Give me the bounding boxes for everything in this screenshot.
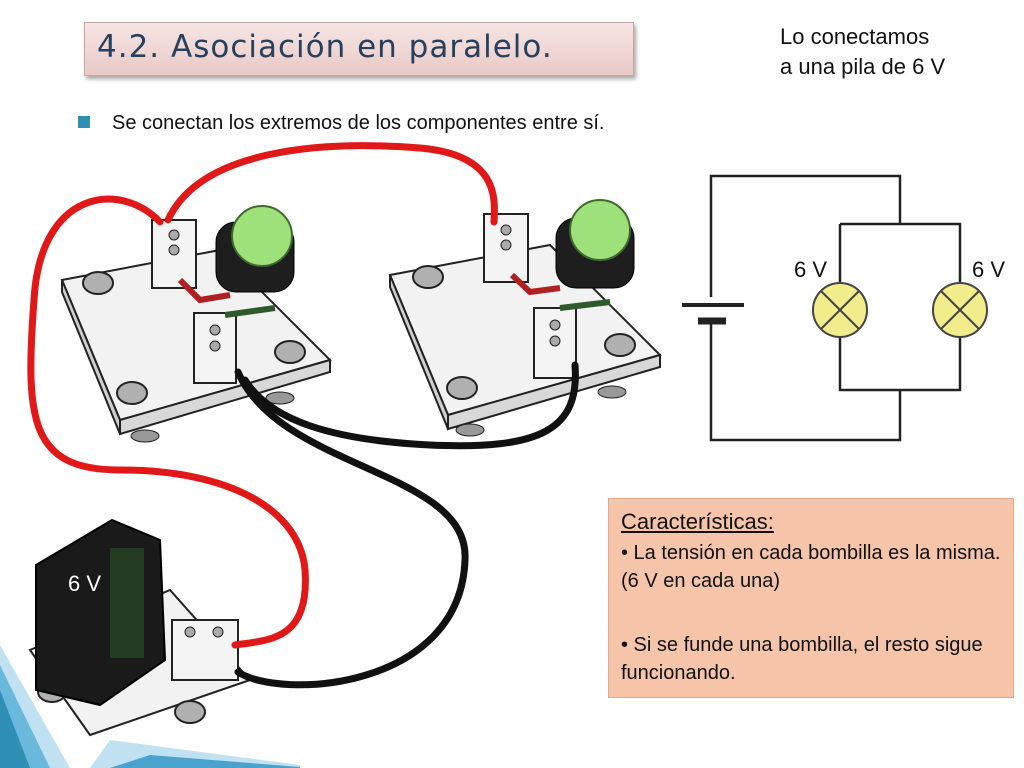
characteristics-heading: Características: [621, 509, 774, 534]
note-line-2: a una pila de 6 V [780, 54, 946, 79]
red-wire-battery [27, 195, 309, 649]
circuit-schematic [682, 174, 962, 442]
lamp-symbol-2 [932, 282, 988, 338]
black-wire-battery [234, 368, 469, 689]
note-line-1: Lo conectamos [780, 24, 930, 49]
characteristic-item-1: • La tensión en cada bombilla es la mism… [621, 542, 1001, 592]
red-wire-link [164, 142, 498, 226]
lamp-2-voltage-label: 6 V [972, 257, 1006, 282]
battery-voltage-label: 6 V [68, 571, 102, 596]
board-2 [388, 199, 662, 437]
bullet-text: Se conectan los extremos de los componen… [112, 112, 605, 134]
decorative-corner [0, 645, 300, 768]
characteristics-box: Características: • La tensión en cada bo… [608, 498, 1014, 698]
board-1 [60, 205, 332, 443]
lamp-symbol-1 [812, 282, 868, 338]
black-wire-link [241, 361, 579, 450]
title-box: 4.2. Asociación en paralelo. [84, 22, 634, 76]
battery-board [28, 518, 252, 737]
bullet-item: Se conectan los extremos de los componen… [78, 112, 605, 135]
slide-title: 4.2. Asociación en paralelo. [97, 29, 553, 65]
characteristic-item-2: • Si se funde una bombilla, el resto sig… [621, 634, 983, 684]
lamp-1-voltage-label: 6 V [794, 257, 828, 282]
battery-note: Lo conectamos a una pila de 6 V [780, 22, 945, 82]
square-bullet-icon [78, 116, 90, 128]
